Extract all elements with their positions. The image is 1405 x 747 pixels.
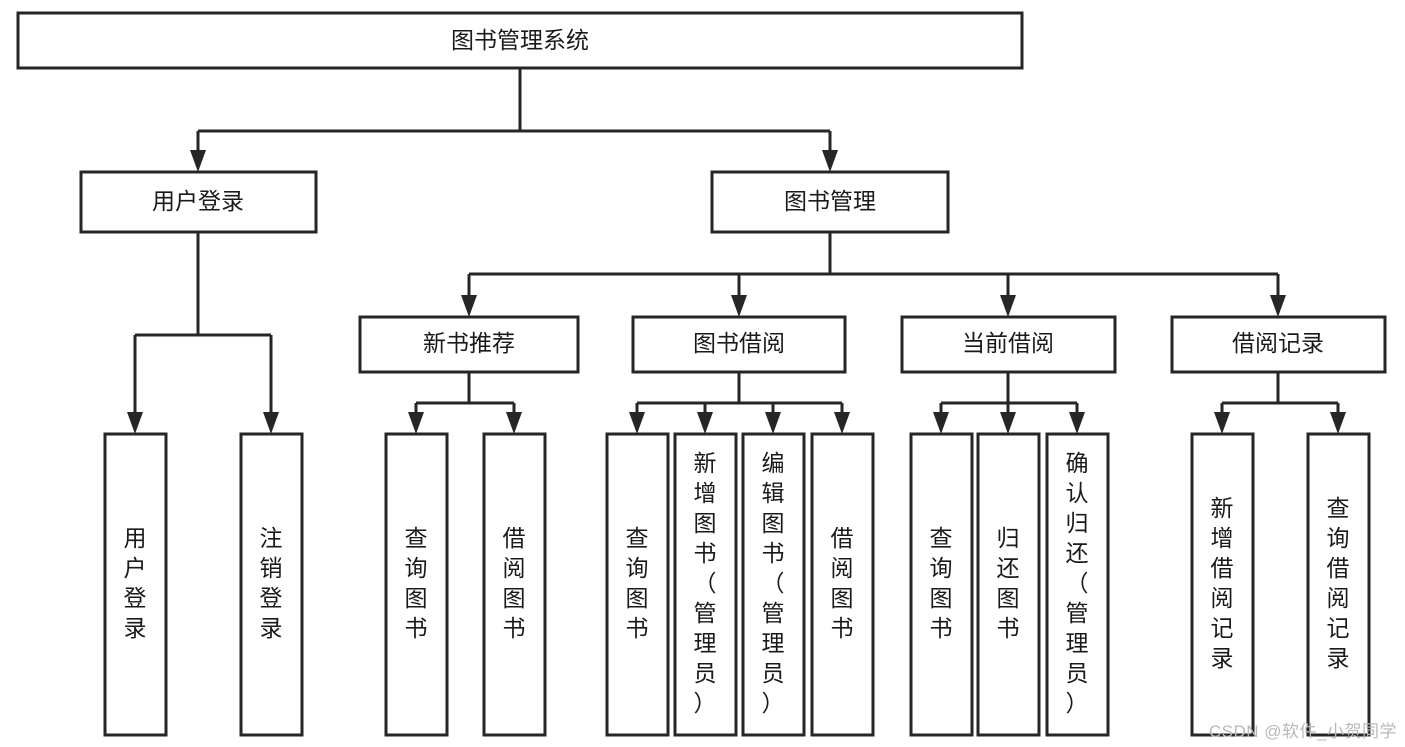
node-leaf-logout-login-box[interactable]: [239, 432, 304, 737]
arrowhead-borrow-record: [1270, 295, 1286, 317]
arrowhead-leaf-add-record: [1214, 412, 1230, 434]
node-leaf-add-book-label: 新增图书（管理员）: [694, 450, 717, 716]
csdn-watermark: CSDN @软件_小贺同学: [1208, 722, 1397, 741]
node-book-manage-label: 图书管理: [784, 188, 876, 214]
node-leaf-query-book-3-box[interactable]: [909, 432, 974, 737]
arrowhead-leaf-logout-login: [263, 412, 279, 434]
node-user-login-label: 用户登录: [152, 188, 244, 214]
connector-layer: [127, 68, 1346, 434]
node-new-book-recommend[interactable]: 新书推荐: [358, 315, 580, 374]
node-leaf-logout-login[interactable]: 注销登录: [239, 432, 304, 737]
node-leaf-confirm-return-label: 确认归还（管理员）: [1066, 450, 1089, 716]
node-book-manage[interactable]: 图书管理: [710, 170, 950, 234]
node-user-login[interactable]: 用户登录: [79, 170, 318, 234]
node-leaf-query-book-2[interactable]: 查询图书: [605, 432, 670, 737]
node-leaf-confirm-return[interactable]: 确认归还（管理员）: [1045, 432, 1110, 737]
node-book-borrow-label: 图书借阅: [693, 330, 785, 356]
node-leaf-borrow-book-2[interactable]: 借阅图书: [810, 432, 875, 737]
node-leaf-user-login-box[interactable]: [103, 432, 168, 737]
node-leaf-query-book-1[interactable]: 查询图书: [384, 432, 449, 737]
node-current-borrow[interactable]: 当前借阅: [900, 315, 1117, 374]
node-leaf-add-record-label: 新增借阅记录: [1211, 495, 1234, 671]
arrowhead-book-manage: [822, 150, 838, 172]
arrowhead-leaf-confirm-return: [1069, 412, 1085, 434]
arrowhead-leaf-user-login: [127, 412, 143, 434]
node-leaf-query-book-1-box[interactable]: [384, 432, 449, 737]
node-book-borrow-box[interactable]: [631, 315, 847, 374]
node-leaf-add-book[interactable]: 新增图书（管理员）: [673, 432, 738, 737]
node-borrow-record-label: 借阅记录: [1232, 330, 1324, 356]
node-book-borrow[interactable]: 图书借阅: [631, 315, 847, 374]
node-leaf-logout-login-label: 注销登录: [260, 525, 283, 641]
arrowhead-leaf-query-record: [1330, 412, 1346, 434]
node-leaf-query-book-2-label: 查询图书: [626, 525, 649, 641]
arrowhead-leaf-query-book-1: [408, 412, 424, 434]
node-current-borrow-box[interactable]: [900, 315, 1117, 374]
node-leaf-return-book-label: 归还图书: [997, 525, 1020, 641]
arrowhead-leaf-query-book-3: [933, 412, 949, 434]
arrowhead-user-login: [190, 150, 206, 172]
node-leaf-confirm-return-box[interactable]: [1045, 432, 1110, 737]
node-leaf-user-login-label: 用户登录: [124, 525, 147, 641]
node-leaf-query-book-1-label: 查询图书: [405, 525, 428, 641]
arrowhead-leaf-borrow-book-1: [506, 412, 522, 434]
node-leaf-edit-book-box[interactable]: [741, 432, 806, 737]
node-leaf-borrow-book-2-box[interactable]: [810, 432, 875, 737]
node-leaf-query-book-3[interactable]: 查询图书: [909, 432, 974, 737]
arrowhead-leaf-edit-book: [765, 412, 781, 434]
node-leaf-edit-book[interactable]: 编辑图书（管理员）: [741, 432, 806, 737]
arrowhead-new-book-recommend: [461, 295, 477, 317]
node-leaf-edit-book-label: 编辑图书（管理员）: [762, 450, 785, 716]
arrowhead-book-borrow: [731, 295, 747, 317]
arrowhead-leaf-return-book: [1000, 412, 1016, 434]
node-leaf-borrow-book-1-box[interactable]: [482, 432, 547, 737]
node-borrow-record[interactable]: 借阅记录: [1170, 315, 1387, 374]
node-leaf-borrow-book-1-label: 借阅图书: [503, 525, 526, 641]
arrowhead-leaf-query-book-2: [629, 412, 645, 434]
node-book-manage-box[interactable]: [710, 170, 950, 234]
node-leaf-add-record[interactable]: 新增借阅记录: [1190, 432, 1255, 737]
arrowhead-leaf-add-book: [697, 412, 713, 434]
node-leaf-user-login[interactable]: 用户登录: [103, 432, 168, 737]
node-user-login-box[interactable]: [79, 170, 318, 234]
arrowhead-current-borrow: [1000, 295, 1016, 317]
arrowhead-leaf-borrow-book-2: [834, 412, 850, 434]
node-borrow-record-box[interactable]: [1170, 315, 1387, 374]
node-leaf-borrow-book-2-label: 借阅图书: [831, 525, 854, 641]
node-root-label: 图书管理系统: [451, 27, 589, 53]
node-leaf-query-book-2-box[interactable]: [605, 432, 670, 737]
node-leaf-query-record-box[interactable]: [1306, 432, 1371, 737]
node-new-book-recommend-box[interactable]: [358, 315, 580, 374]
node-root-box[interactable]: [16, 11, 1024, 70]
node-new-book-recommend-label: 新书推荐: [423, 330, 515, 356]
node-leaf-query-record[interactable]: 查询借阅记录: [1306, 432, 1371, 737]
node-leaf-return-book[interactable]: 归还图书: [976, 432, 1041, 737]
node-leaf-query-book-3-label: 查询图书: [930, 525, 953, 641]
node-current-borrow-label: 当前借阅: [962, 330, 1054, 356]
node-root[interactable]: 图书管理系统: [16, 11, 1024, 70]
node-leaf-add-record-box[interactable]: [1190, 432, 1255, 737]
node-leaf-borrow-book-1[interactable]: 借阅图书: [482, 432, 547, 737]
node-leaf-add-book-box[interactable]: [673, 432, 738, 737]
node-leaf-query-record-label: 查询借阅记录: [1327, 495, 1350, 671]
node-leaf-return-book-box[interactable]: [976, 432, 1041, 737]
